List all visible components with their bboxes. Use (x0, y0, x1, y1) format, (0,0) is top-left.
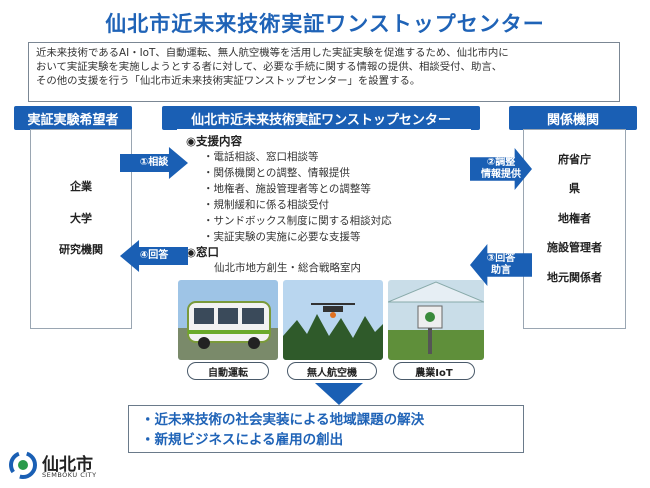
intro-line-2: おいて実証実験を実施しようとする者に対して、必要な手続に関する情報の提供、相談受… (36, 61, 503, 73)
page-title: 仙北市近未来技術実証ワンストップセンター (105, 12, 545, 36)
result-item-1: ・近未来技術の社会実装による地域課題の解決 (141, 412, 425, 428)
support-item-1: ・電話相談、窓口相談等 (203, 151, 319, 163)
arrow-advice-label: ③回答 助言 (487, 253, 515, 277)
org-item-ministries: 府省庁 (558, 153, 591, 166)
autonomous-bus-photo (178, 280, 278, 360)
agri-iot-photo (388, 280, 484, 360)
support-item-5: ・サンドボックス制度に関する相談対応 (203, 215, 392, 227)
intro-line-3: その他の支援を行う「仙北市近未来技術実証ワンストップセンター」を設置する。 (36, 75, 421, 87)
related-orgs-header: 関係機関 (509, 106, 637, 130)
applicant-item-research: 研究機関 (59, 243, 103, 256)
intro-line-1: 近未来技術であるAI・IoT、自動運転、無人航空機等を活用した実証実験を促進する… (36, 47, 509, 59)
caption-autonomous: 自動運転 (187, 362, 269, 380)
org-item-facility-managers: 施設管理者 (547, 241, 602, 254)
support-item-2: ・関係機関との調整、情報提供 (203, 167, 350, 179)
org-item-prefecture: 県 (569, 182, 580, 195)
applicant-item-company: 企業 (70, 180, 92, 193)
center-header: 仙北市近未来技術実証ワンストップセンター (162, 106, 480, 130)
arrow-consult-label: ①相談 (139, 157, 169, 168)
city-logo: 仙北市 SEMBOKU CITY (8, 450, 98, 484)
caption-drone: 無人航空機 (287, 362, 377, 380)
city-emblem-icon (9, 451, 37, 479)
org-item-landowners: 地権者 (558, 212, 591, 225)
city-logo-sub: SEMBOKU CITY (42, 471, 97, 479)
applicant-box (30, 129, 132, 329)
support-item-4: ・規制緩和に係る相談受付 (203, 199, 329, 211)
city-logo-name: 仙北市 (42, 455, 93, 475)
arrow-coordinate-line-1: ②調整 (486, 157, 516, 168)
arrow-answer-label: ④回答 (139, 250, 169, 261)
support-heading: ◉支援内容 (186, 134, 243, 148)
down-arrow (315, 383, 363, 405)
arrow-advice-line-2: 助言 (491, 265, 511, 276)
window-heading: ◉窓口 (186, 245, 220, 259)
intro-box: 近未来技術であるAI・IoT、自動運転、無人航空機等を活用した実証実験を促進する… (28, 42, 620, 102)
arrow-coordinate-line-2: 情報提供 (481, 169, 521, 180)
caption-agri-iot: 農業IoT (393, 362, 475, 380)
related-orgs-box (523, 129, 626, 329)
result-item-2: ・新規ビジネスによる雇用の創出 (141, 432, 344, 448)
results-box: ・近未来技術の社会実装による地域課題の解決 ・新規ビジネスによる雇用の創出 (128, 405, 524, 453)
applicant-item-university: 大学 (70, 212, 92, 225)
org-item-local-stakeholders: 地元関係者 (547, 271, 602, 284)
support-item-3: ・地権者、施設管理者等との調整等 (203, 183, 371, 195)
arrow-coordinate-label: ②調整 情報提供 (481, 157, 521, 181)
drone-photo (283, 280, 383, 360)
applicant-header: 実証実験希望者 (14, 106, 132, 130)
arrow-advice-line-1: ③回答 (486, 253, 516, 264)
window-value: 仙北市地方創生・総合戦略室内 (214, 262, 361, 274)
center-box (177, 129, 471, 285)
support-item-6: ・実証実験の実施に必要な支援等 (203, 231, 361, 243)
